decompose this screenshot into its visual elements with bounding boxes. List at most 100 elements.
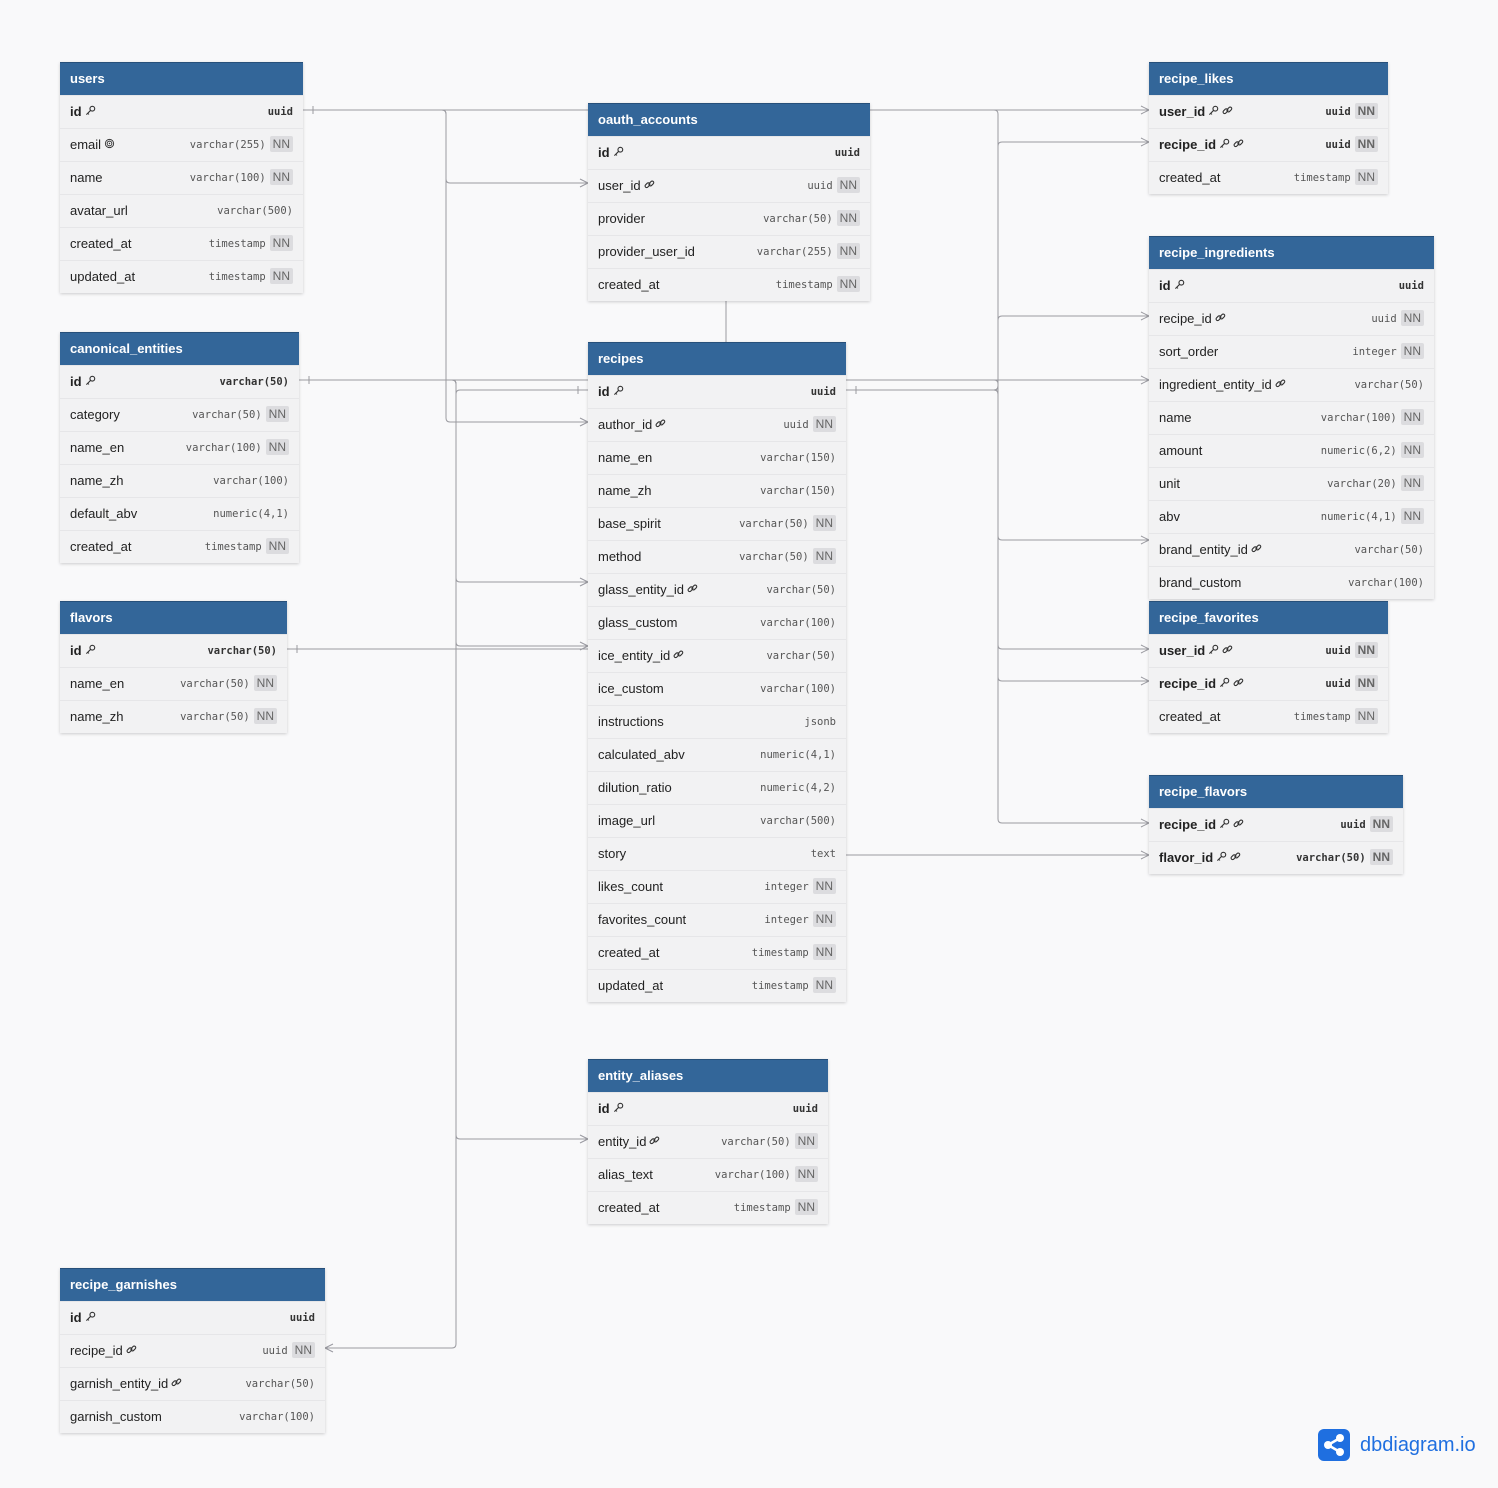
field-name-text: dilution_ratio — [598, 780, 672, 795]
field-type: varchar(255)NN — [190, 129, 293, 161]
field-type: varchar(50)NN — [1296, 842, 1393, 874]
table-header[interactable]: recipes — [588, 342, 846, 375]
not-null-badge: NN — [253, 708, 277, 724]
key-icon — [85, 1311, 96, 1325]
relationship-line — [299, 379, 588, 1140]
table-header[interactable]: canonical_entities — [60, 332, 299, 365]
table-header[interactable]: recipe_garnishes — [60, 1268, 325, 1301]
brand-logo[interactable]: dbdiagram.io — [1318, 1429, 1476, 1461]
table-header[interactable]: recipe_flavors — [1149, 775, 1403, 808]
field-name-text: created_at — [1159, 709, 1221, 724]
table-header[interactable]: oauth_accounts — [588, 103, 870, 136]
field-type-text: numeric(4,2) — [760, 782, 836, 794]
table-header[interactable]: recipe_likes — [1149, 62, 1388, 95]
field-name-text: id — [70, 104, 82, 119]
table-header[interactable]: entity_aliases — [588, 1059, 828, 1092]
table-header[interactable]: recipe_ingredients — [1149, 236, 1434, 269]
table-header[interactable]: recipe_favorites — [1149, 601, 1388, 634]
field-type: varchar(50) — [766, 640, 836, 672]
table-header[interactable]: users — [60, 62, 303, 95]
field-name: name_zh — [70, 465, 123, 497]
table-header[interactable]: flavors — [60, 601, 287, 634]
field-row[interactable]: dilution_ratio numeric(4,2) — [588, 771, 846, 804]
